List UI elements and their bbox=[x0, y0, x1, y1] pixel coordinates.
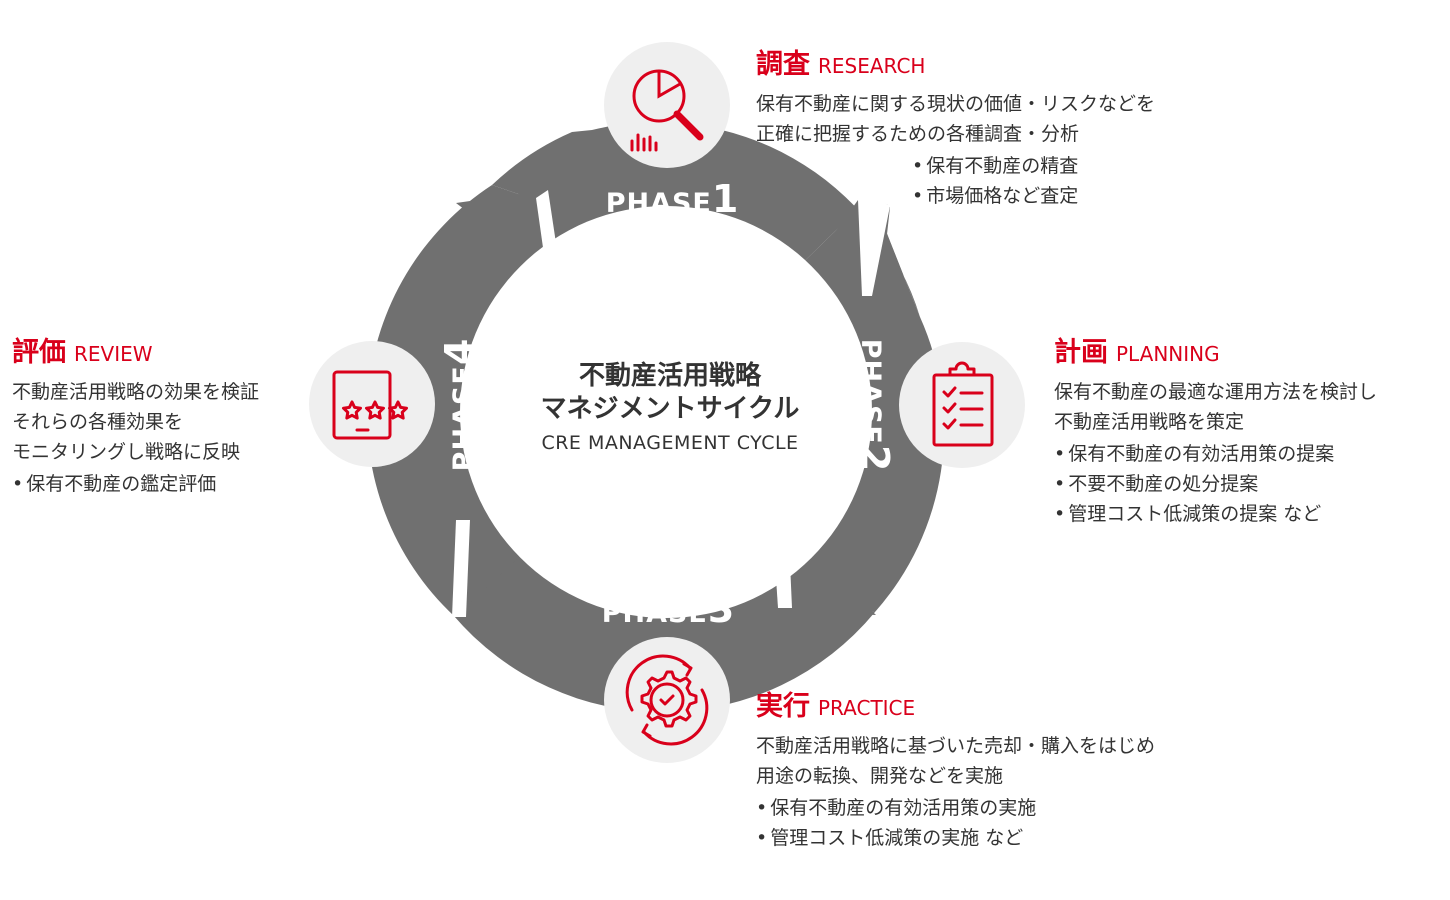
gear-check-icon bbox=[625, 654, 709, 746]
review-desc-line: モニタリングし戦略に反映 bbox=[12, 441, 241, 463]
phase1-label: PHASE1 bbox=[606, 177, 739, 221]
practice-block: 実行 PRACTICE 不動産活用戦略に基づいた売却・購入をはじめ 用途の転換、… bbox=[756, 684, 1226, 853]
practice-bullets: 保有不動産の有効活用策の実施 管理コスト低減策の実施 など bbox=[756, 793, 1226, 853]
review-description: 不動産活用戦略の効果を検証 それらの各種効果を モニタリングし戦略に反映 bbox=[12, 377, 312, 467]
review-title-en: REVIEW bbox=[74, 342, 153, 366]
review-block: 評価 REVIEW 不動産活用戦略の効果を検証 それらの各種効果を モニタリング… bbox=[12, 330, 312, 499]
chart-magnifier-icon bbox=[630, 69, 704, 152]
research-desc-line: 保有不動産に関する現状の価値・リスクなどを bbox=[756, 93, 1156, 115]
review-icon-circle bbox=[309, 341, 435, 467]
center-title-line1: 不動産活用戦略 bbox=[578, 361, 761, 391]
practice-bullet: 管理コスト低減策の実施 など bbox=[756, 823, 1226, 853]
practice-desc-line: 用途の転換、開発などを実施 bbox=[756, 765, 1004, 787]
review-bullet: 保有不動産の鑑定評価 bbox=[12, 469, 312, 499]
planning-bullet: 保有不動産の有効活用策の提案 bbox=[1054, 439, 1444, 469]
center-subtitle: CRE MANAGEMENT CYCLE bbox=[541, 432, 799, 454]
phase3-label: PHASE3 bbox=[602, 587, 735, 631]
planning-heading: 計画 PLANNING bbox=[1054, 330, 1444, 369]
phase4-label: PHASE4 bbox=[437, 339, 481, 472]
research-heading: 調査 RESEARCH bbox=[756, 42, 1226, 81]
research-icon-circle bbox=[604, 42, 730, 168]
practice-heading: 実行 PRACTICE bbox=[756, 684, 1226, 723]
planning-desc-line: 不動産活用戦略を策定 bbox=[1054, 411, 1245, 433]
practice-title-jp: 実行 bbox=[756, 691, 810, 722]
practice-icon-circle bbox=[604, 637, 730, 763]
research-desc-line: 正確に把握するための各種調査・分析 bbox=[756, 123, 1080, 145]
planning-block: 計画 PLANNING 保有不動産の最適な運用方法を検討し 不動産活用戦略を策定… bbox=[1054, 330, 1444, 529]
research-title-jp: 調査 bbox=[756, 49, 810, 80]
practice-bullet: 保有不動産の有効活用策の実施 bbox=[756, 793, 1226, 823]
research-title-en: RESEARCH bbox=[818, 54, 926, 78]
practice-description: 不動産活用戦略に基づいた売却・購入をはじめ 用途の転換、開発などを実施 bbox=[756, 731, 1226, 791]
research-block: 調査 RESEARCH 保有不動産に関する現状の価値・リスクなどを 正確に把握す… bbox=[756, 42, 1226, 211]
phase2-label: PHASE2 bbox=[853, 339, 897, 472]
review-heading: 評価 REVIEW bbox=[12, 330, 312, 369]
practice-title-en: PRACTICE bbox=[818, 696, 916, 720]
planning-icon-circle bbox=[899, 342, 1025, 468]
review-desc-line: それらの各種効果を bbox=[12, 411, 184, 433]
practice-desc-line: 不動産活用戦略に基づいた売却・購入をはじめ bbox=[756, 735, 1156, 757]
planning-bullet: 不要不動産の処分提案 bbox=[1054, 469, 1444, 499]
planning-title-jp: 計画 bbox=[1054, 337, 1108, 368]
center-title-line2: マネジメントサイクル bbox=[540, 394, 800, 424]
research-bullet: 保有不動産の精査 bbox=[912, 151, 1226, 181]
planning-description: 保有不動産の最適な運用方法を検討し 不動産活用戦略を策定 bbox=[1054, 377, 1444, 437]
planning-bullets: 保有不動産の有効活用策の提案 不要不動産の処分提案 管理コスト低減策の提案 など bbox=[1054, 439, 1444, 529]
research-bullets: 保有不動産の精査 市場価格など査定 bbox=[912, 151, 1226, 211]
review-desc-line: 不動産活用戦略の効果を検証 bbox=[12, 381, 260, 403]
research-description: 保有不動産に関する現状の価値・リスクなどを 正確に把握するための各種調査・分析 bbox=[756, 89, 1226, 149]
planning-title-en: PLANNING bbox=[1116, 342, 1220, 366]
center-disc bbox=[460, 206, 872, 618]
clipboard-checklist-icon bbox=[932, 361, 994, 447]
review-title-jp: 評価 bbox=[12, 337, 66, 368]
planning-desc-line: 保有不動産の最適な運用方法を検討し bbox=[1054, 381, 1378, 403]
research-bullet: 市場価格など査定 bbox=[912, 181, 1226, 211]
planning-bullet: 管理コスト低減策の提案 など bbox=[1054, 499, 1444, 529]
center-title: 不動産活用戦略 マネジメントサイクル CRE MANAGEMENT CYCLE bbox=[510, 360, 830, 454]
rating-stars-icon bbox=[332, 370, 408, 440]
review-bullets: 保有不動産の鑑定評価 bbox=[12, 469, 312, 499]
